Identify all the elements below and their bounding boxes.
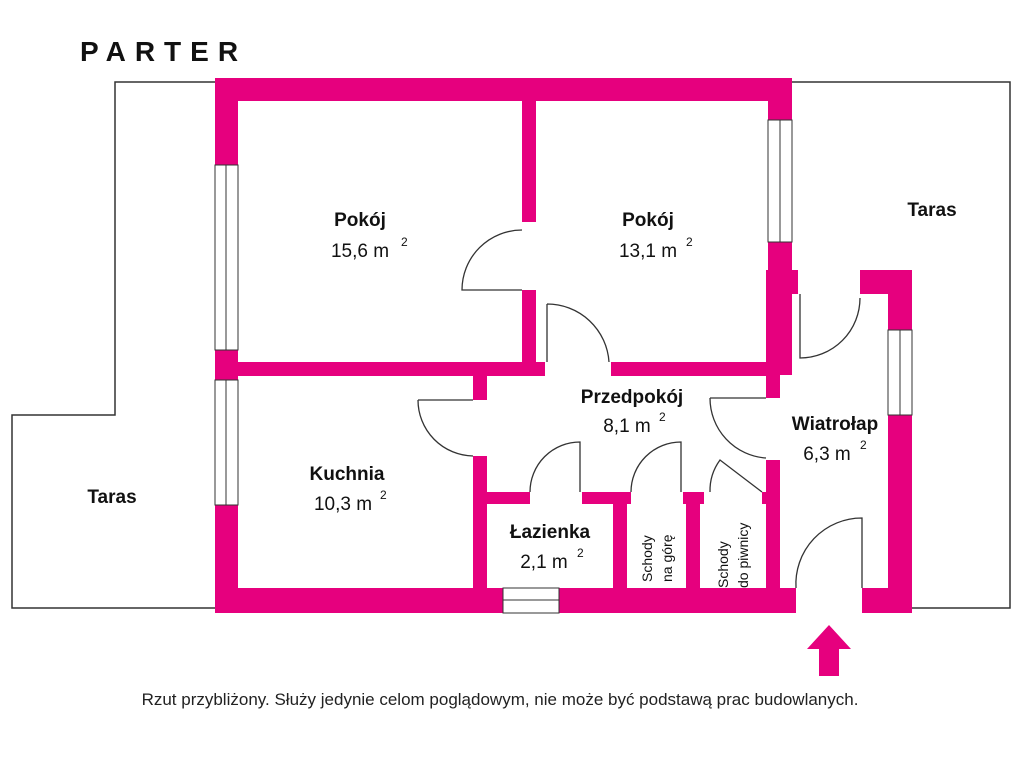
room-przedpokoj-area: 8,1 m (603, 416, 651, 437)
room-pokoj-2-name: Pokój (622, 210, 674, 231)
stairs-down-line2: do piwnicy (735, 523, 751, 588)
door-swings (417, 229, 863, 589)
room-wiatrolap: Wiatrołap 6,3 m 2 (792, 414, 878, 465)
room-pokoj-2: Pokój 13,1 m 2 (619, 210, 693, 262)
stairs-up-line1: Schody (639, 535, 655, 582)
room-wiatrolap-name: Wiatrołap (792, 414, 878, 435)
room-lazienka-name: Łazienka (510, 522, 591, 543)
floor-title: PARTER (80, 36, 248, 67)
arrow-up-icon (807, 625, 851, 676)
stairs-down-line1: Schody (715, 541, 731, 588)
room-kuchnia-name: Kuchnia (310, 464, 385, 485)
room-kuchnia: Kuchnia 10,3 m 2 (310, 464, 387, 515)
terrace-left-outline (11, 81, 215, 609)
stairs-up-label: Schody na górę (639, 534, 675, 582)
room-kuchnia-sup: 2 (380, 488, 387, 502)
door-gaps (473, 222, 780, 504)
terrace-right-outline (790, 81, 1011, 609)
terrace-right-label: Taras (907, 200, 956, 221)
stairs-up-line2: na górę (659, 534, 675, 582)
disclaimer-caption: Rzut przybliżony. Służy jedynie celom po… (141, 690, 859, 709)
room-pokoj-1: Pokój 15,6 m 2 (331, 210, 408, 262)
stairs-down-label: Schody do piwnicy (715, 523, 751, 588)
room-pokoj-1-area: 15,6 m (331, 241, 389, 262)
room-przedpokoj: Przedpokój 8,1 m 2 (581, 387, 683, 437)
room-lazienka-area: 2,1 m (520, 552, 568, 573)
room-lazienka: Łazienka 2,1 m 2 (510, 522, 591, 573)
room-przedpokoj-name: Przedpokój (581, 387, 683, 408)
room-kuchnia-area: 10,3 m (314, 494, 372, 515)
room-wiatrolap-area: 6,3 m (803, 444, 851, 465)
room-lazienka-sup: 2 (577, 546, 584, 560)
room-wiatrolap-sup: 2 (860, 438, 867, 452)
room-pokoj-1-sup: 2 (401, 235, 408, 249)
room-pokoj-2-sup: 2 (686, 235, 693, 249)
openings (214, 119, 913, 614)
terrace-left-label: Taras (87, 487, 136, 508)
room-przedpokoj-sup: 2 (659, 410, 666, 424)
room-pokoj-1-name: Pokój (334, 210, 386, 231)
room-pokoj-2-area: 13,1 m (619, 241, 677, 262)
